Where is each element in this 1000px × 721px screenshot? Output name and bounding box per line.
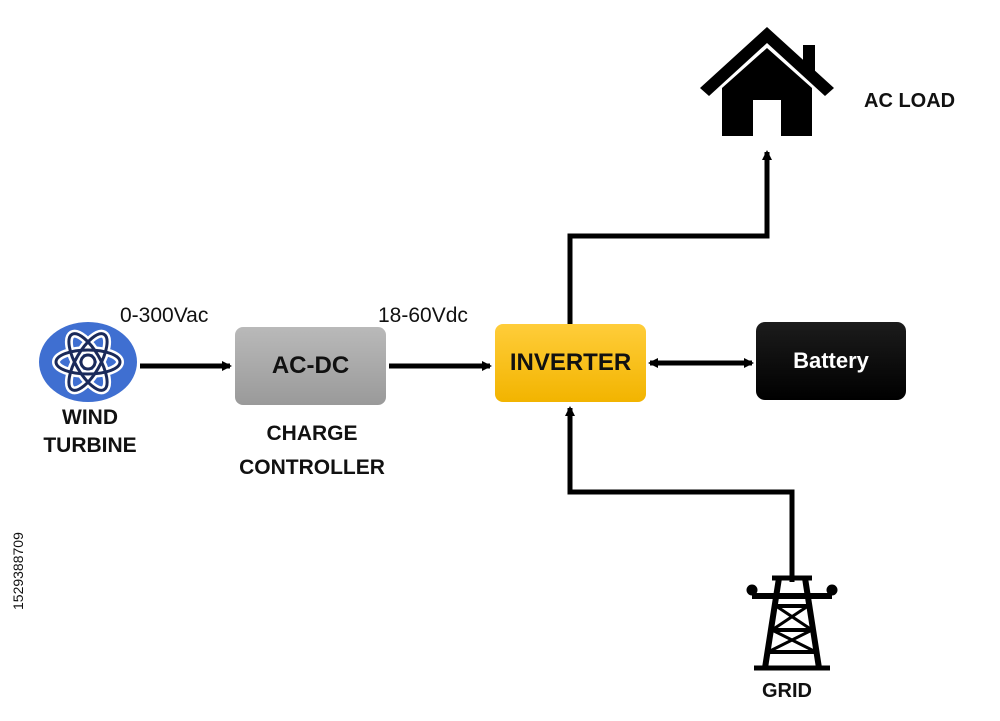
voltage-ac-label: 0-300Vac <box>120 304 209 327</box>
charge-controller-label: CHARGE CONTROLLER <box>239 422 385 479</box>
inverter-label: INVERTER <box>509 349 632 376</box>
ac-load-label: AC LOAD <box>864 90 956 112</box>
arrow-grid-to-inverter <box>565 406 795 582</box>
watermark-id: 1529388709 <box>10 532 26 610</box>
arrow-inverter-to-load <box>567 150 772 324</box>
ac-dc-box: AC-DC <box>235 327 386 405</box>
inverter-box: INVERTER <box>495 324 646 402</box>
battery-box: Battery <box>756 322 906 400</box>
house-icon <box>700 27 834 136</box>
wind-turbine-label: WIND TURBINE <box>43 406 137 457</box>
voltage-dc-label: 18-60Vdc <box>378 304 468 327</box>
battery-label: Battery <box>793 348 869 373</box>
ac-dc-label: AC-DC <box>271 352 350 379</box>
transmission-tower-icon <box>746 575 838 671</box>
grid-label: GRID <box>762 680 812 702</box>
atom-icon <box>39 322 137 402</box>
